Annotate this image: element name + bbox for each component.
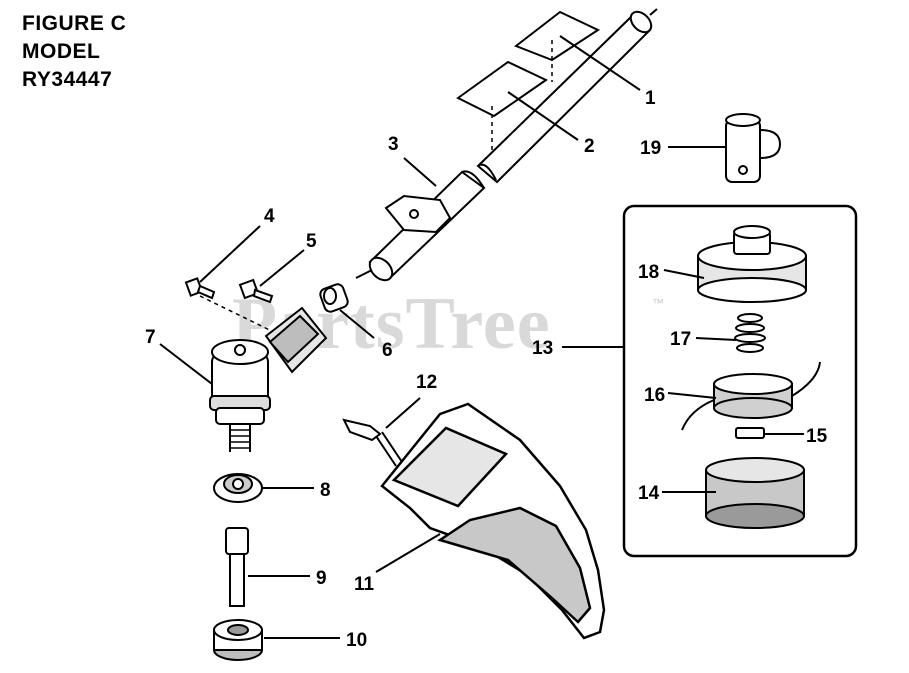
callout-4: 4 (264, 206, 275, 227)
spacer-6 (319, 283, 349, 313)
clip-15 (735, 427, 765, 439)
callout-6: 6 (382, 340, 393, 361)
spool-kit-box (622, 204, 858, 558)
callout-16: 16 (644, 385, 665, 406)
label-sticker-1 (513, 10, 601, 62)
figure-label: FIGURE C (22, 12, 127, 35)
shaft-assembly (355, 8, 658, 282)
callout-14: 14 (638, 483, 660, 504)
washer-8 (213, 473, 263, 503)
model-number: RY34447 (22, 68, 113, 91)
guard-11 (380, 402, 606, 640)
bolt-9 (225, 527, 249, 607)
callout-17: 17 (670, 329, 691, 350)
label-sticker-2 (456, 60, 548, 118)
callout-9: 9 (316, 568, 327, 589)
gear-head-7 (209, 306, 328, 452)
callout-18: 18 (638, 262, 659, 283)
screw-4 (184, 277, 216, 300)
callout-2: 2 (584, 136, 595, 157)
callout-3: 3 (388, 134, 399, 155)
ferrule-19 (725, 113, 782, 183)
callout-8: 8 (320, 480, 331, 501)
spring-17 (734, 313, 766, 353)
model-label: MODEL (22, 40, 101, 63)
knob-10 (213, 619, 263, 661)
callout-12: 12 (416, 372, 437, 393)
callout-1: 1 (645, 88, 656, 109)
callout-7: 7 (145, 327, 156, 348)
callout-5: 5 (306, 231, 317, 252)
leader-lines (159, 35, 804, 639)
callout-19: 19 (640, 138, 661, 159)
bolt-12 (342, 418, 403, 467)
callout-numbers: 1 2 3 4 5 6 7 8 9 10 11 12 13 14 15 16 1… (145, 88, 828, 651)
spool-16 (681, 361, 821, 431)
screw-5 (238, 278, 274, 304)
housing-14 (705, 457, 805, 529)
callout-11: 11 (354, 574, 375, 595)
spool-cover-18 (697, 225, 807, 303)
watermark-trademark: ™ (652, 296, 664, 310)
callout-13: 13 (532, 338, 553, 359)
callout-10: 10 (346, 630, 367, 651)
callout-15: 15 (806, 426, 828, 447)
